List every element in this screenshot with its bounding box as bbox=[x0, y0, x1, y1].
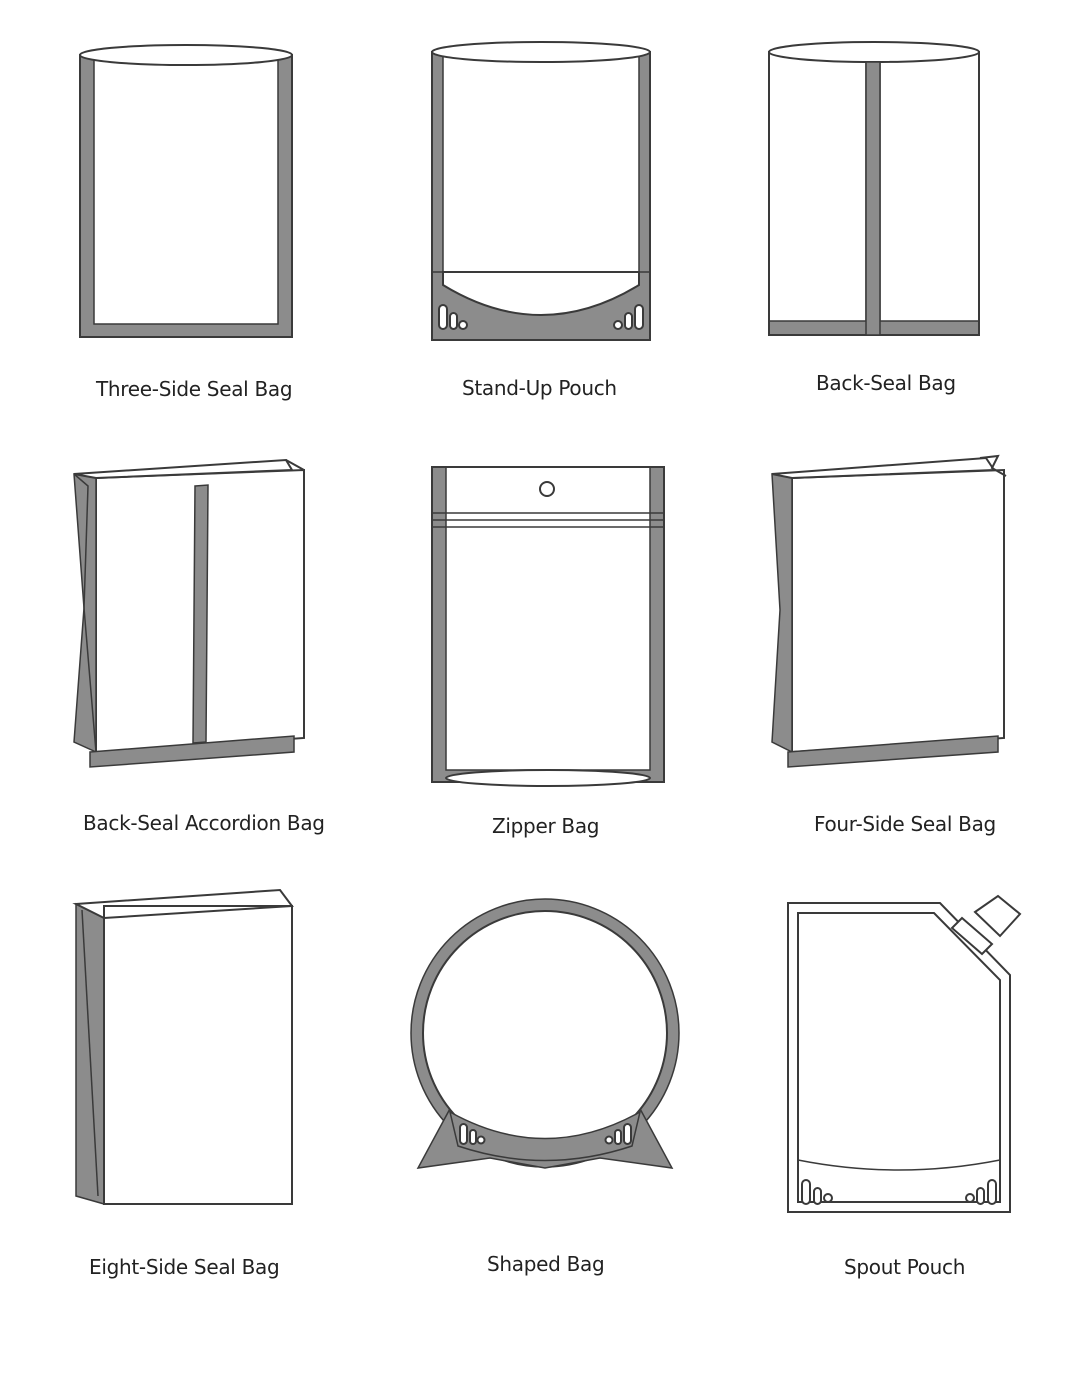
label-shaped-bag: Shaped Bag bbox=[487, 1252, 605, 1276]
stand-up-pouch-illustration bbox=[431, 41, 651, 341]
zipper-bag-illustration bbox=[431, 466, 665, 787]
label-four-side-seal-bag: Four-Side Seal Bag bbox=[814, 812, 996, 836]
label-three-side-seal-bag: Three-Side Seal Bag bbox=[96, 377, 293, 401]
shaped-bag-illustration bbox=[410, 898, 680, 1169]
label-zipper-bag: Zipper Bag bbox=[492, 814, 600, 838]
four-side-seal-bag-illustration bbox=[771, 454, 1007, 768]
label-spout-pouch: Spout Pouch bbox=[844, 1255, 966, 1279]
back-seal-accordion-bag-illustration bbox=[73, 458, 305, 768]
label-back-seal-accordion-bag: Back-Seal Accordion Bag bbox=[83, 811, 325, 835]
label-back-seal-bag: Back-Seal Bag bbox=[816, 371, 956, 395]
label-eight-side-seal-bag: Eight-Side Seal Bag bbox=[89, 1255, 280, 1279]
three-side-seal-bag-illustration bbox=[79, 44, 293, 338]
label-stand-up-pouch: Stand-Up Pouch bbox=[462, 376, 617, 400]
eight-side-seal-bag-illustration bbox=[72, 888, 294, 1205]
back-seal-bag-illustration bbox=[768, 41, 980, 336]
spout-pouch-illustration bbox=[787, 894, 1022, 1213]
